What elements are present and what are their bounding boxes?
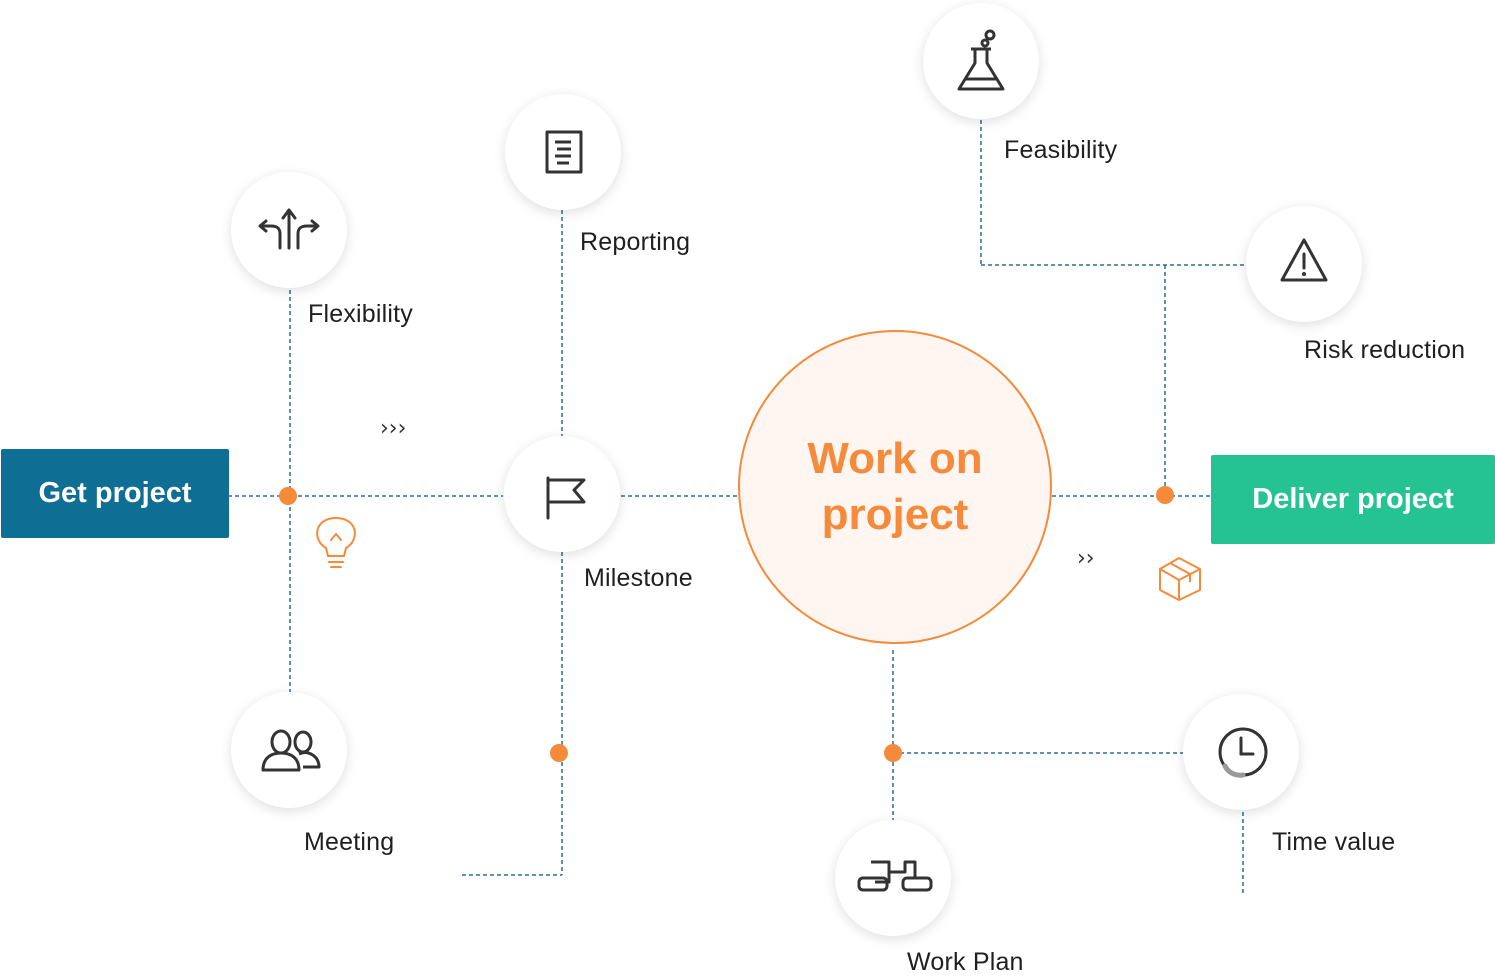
document-icon <box>545 130 583 174</box>
junction-dot <box>279 487 297 505</box>
lightbulb-icon <box>316 516 356 568</box>
junction-dot <box>884 744 902 762</box>
deliver-project-label: Deliver project <box>1252 483 1454 515</box>
center-line-2: project <box>821 490 969 539</box>
warning-icon <box>1280 238 1328 282</box>
junction-dot <box>1156 486 1174 504</box>
people-icon <box>261 729 321 772</box>
flexibility-node <box>231 172 347 288</box>
get-project-box: Get project <box>1 449 229 538</box>
milestone-node <box>504 436 620 552</box>
reporting-label: Reporting <box>580 228 691 256</box>
flag-icon <box>546 476 586 520</box>
center-line-1: Work on <box>807 434 983 483</box>
deliver-project-box: Deliver project <box>1211 455 1495 544</box>
work-plan-label: Work Plan <box>907 948 1024 976</box>
box-icon <box>1159 557 1201 601</box>
chevrons-right: ›› <box>1077 546 1095 571</box>
time-value-node <box>1183 694 1299 810</box>
work-plan-node <box>835 820 951 936</box>
junction-dot <box>550 744 568 762</box>
risk-reduction-node <box>1246 206 1362 322</box>
reporting-node <box>505 94 621 210</box>
meeting-label: Meeting <box>304 828 395 856</box>
flowchart-icon <box>857 860 933 892</box>
flask-icon <box>957 29 1005 91</box>
risk-reduction-label: Risk reduction <box>1304 336 1466 364</box>
branch-arrows-icon <box>258 208 320 250</box>
flexibility-label: Flexibility <box>308 300 413 328</box>
feasibility-node <box>923 3 1039 119</box>
milestone-label: Milestone <box>584 564 693 592</box>
work-on-project-circle: Work on project <box>738 330 1052 644</box>
time-value-label: Time value <box>1272 828 1396 856</box>
chevrons-left: ››› <box>380 416 407 441</box>
clock-icon <box>1218 727 1268 778</box>
meeting-node <box>231 692 347 808</box>
get-project-label: Get project <box>38 477 192 509</box>
feasibility-label: Feasibility <box>1004 136 1118 164</box>
